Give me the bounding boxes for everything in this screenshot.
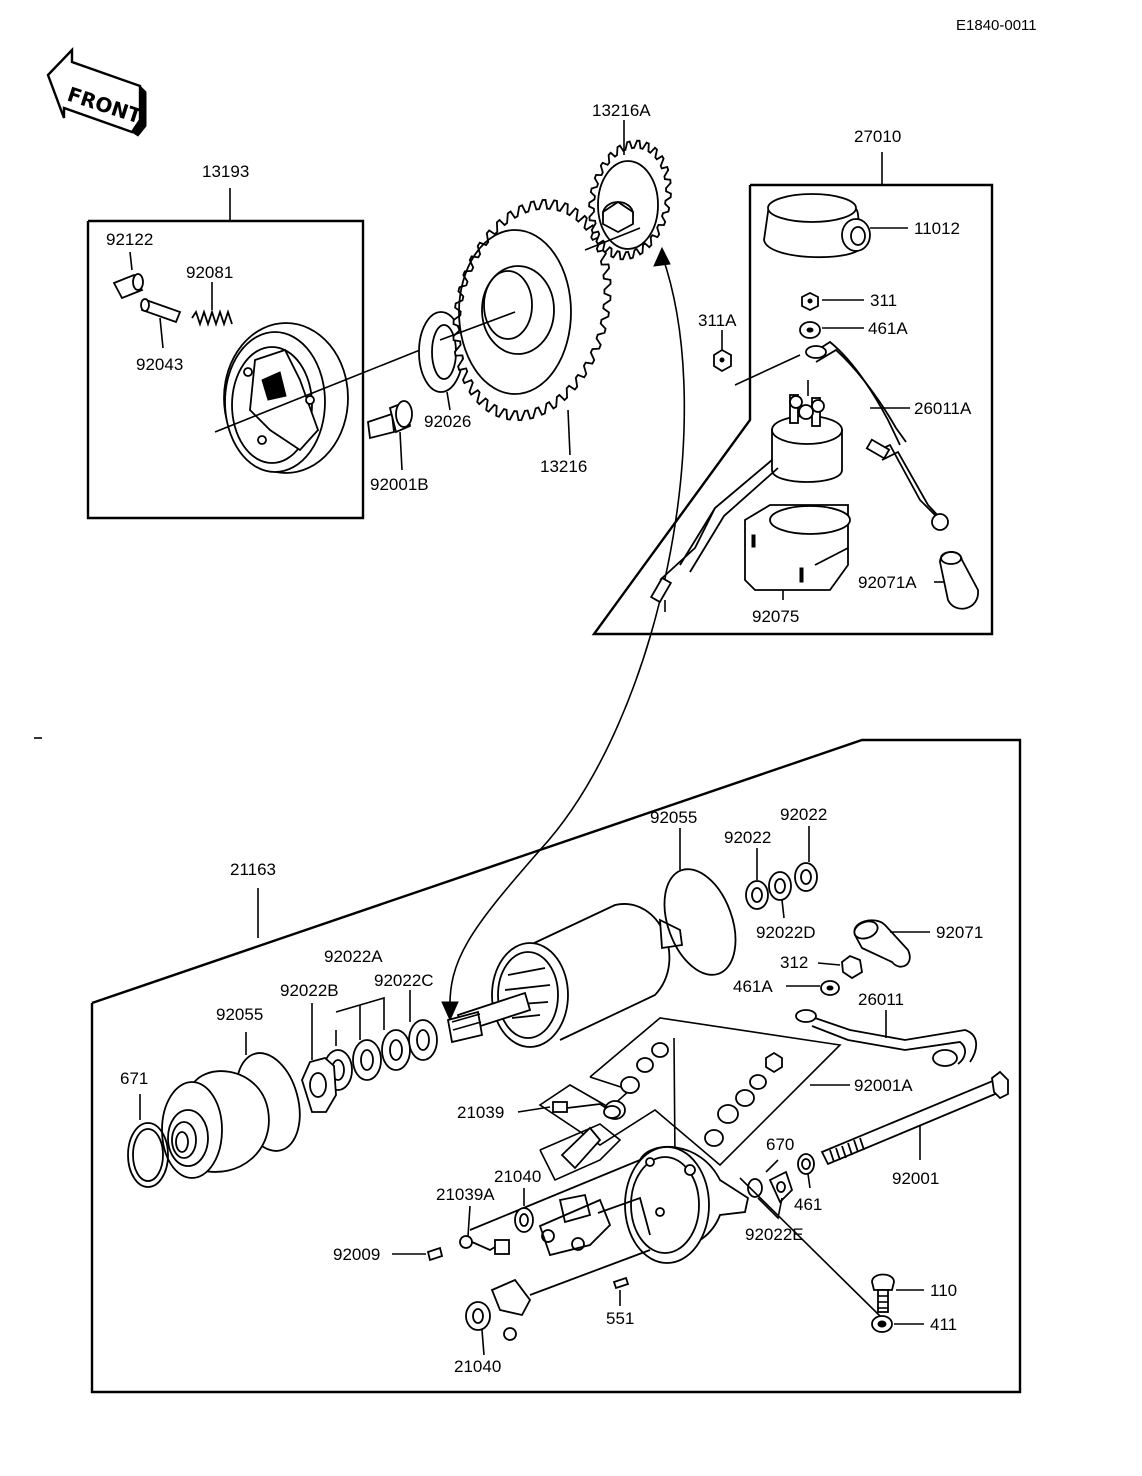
label-21040-bottom: 21040: [454, 1357, 501, 1376]
label-92075: 92075: [752, 607, 799, 626]
pin-92043: 92043: [136, 298, 183, 374]
label-92001B: 92001B: [370, 475, 429, 494]
label-13216: 13216: [540, 457, 587, 476]
label-670: 670: [766, 1135, 794, 1154]
label-92071: 92071: [936, 923, 983, 942]
nut-311: 311: [801, 291, 897, 312]
label-110: 110: [930, 1281, 957, 1300]
front-cover: [161, 1070, 270, 1179]
pin-551: 551: [606, 1276, 634, 1328]
label-461: 461: [794, 1195, 822, 1214]
rear-cover: [469, 1146, 750, 1296]
label-551: 551: [606, 1309, 634, 1328]
cap-11012: 11012: [763, 193, 960, 259]
boot-92071: 92071: [853, 919, 983, 968]
label-92055-top: 92055: [650, 808, 697, 827]
label-92001: 92001: [892, 1169, 939, 1188]
label-92001A: 92001A: [854, 1076, 913, 1095]
bolt-92001: 92001: [820, 1070, 1009, 1188]
label-92009: 92009: [333, 1245, 380, 1264]
label-311A: 311A: [698, 311, 737, 330]
washer-92026: 92026: [418, 311, 471, 431]
label-13216A: 13216A: [592, 101, 651, 120]
relay-body: [649, 340, 949, 612]
nut-312: 312: [780, 953, 863, 980]
label-26011A: 26011A: [914, 399, 972, 418]
label-92122: 92122: [106, 230, 153, 249]
label-411: 411: [930, 1315, 957, 1334]
bolt-92001B: 92001B: [367, 400, 429, 494]
label-92022A: 92022A: [324, 947, 383, 966]
label-92026: 92026: [424, 412, 471, 431]
label-11012: 11012: [914, 219, 960, 238]
oring-671: 671: [120, 1069, 169, 1188]
label-21040-top: 21040: [494, 1167, 541, 1186]
label-92022B: 92022B: [280, 981, 339, 1000]
arrow-head-top-icon: [653, 246, 671, 267]
washers-92022: 92022 92022 92022D: [724, 805, 827, 942]
front-arrow-icon: FRONT: [46, 47, 147, 137]
fasteners-670-461: 670 92022E 461: [745, 1135, 822, 1244]
armature: [446, 903, 684, 1048]
label-21039: 21039: [457, 1103, 504, 1122]
starter-motor-group: 21163 92055: [90, 738, 1022, 1394]
label-311: 311: [870, 291, 897, 310]
brush-21039A: 21039A: [436, 1185, 510, 1255]
bolt-110-washer-411: 110 411: [739, 1177, 957, 1334]
label-92022E: 92022E: [745, 1225, 804, 1244]
gear-13216A: 13216A: [584, 101, 672, 261]
boot-92071A: 92071A: [858, 551, 979, 610]
arrow-head-bottom-icon: [441, 1001, 459, 1022]
label-92043: 92043: [136, 355, 183, 374]
label-92055-left: 92055: [216, 1005, 263, 1024]
gear-engagement-arrow: [449, 254, 686, 1013]
label-92022D: 92022D: [756, 923, 816, 942]
label-92022C: 92022C: [374, 971, 434, 990]
nut-311A: 311A: [698, 311, 801, 386]
brush-holder-21040-bottom: 21040: [454, 1278, 532, 1376]
starter-clutch-group: 13193 92122 92043 92081: [86, 162, 471, 520]
washer-461A-bottom: 461A: [733, 977, 840, 996]
spring-92081: 92081: [186, 263, 233, 327]
oring-92055-top: 92055: [650, 808, 737, 976]
mount-92075: 92075: [744, 504, 851, 626]
label-312: 312: [780, 953, 808, 972]
label-27010: 27010: [854, 127, 901, 146]
label-26011: 26011: [858, 990, 904, 1009]
cable-26011: 26011: [795, 990, 978, 1067]
reference-code: E1840-0011: [956, 17, 1037, 34]
screw-92009: 92009: [333, 1245, 444, 1264]
starter-relay-group: 27010 11012 311 461A 3: [591, 127, 994, 636]
shims-left: 92022A 92022B 92022C: [280, 947, 438, 1113]
gear-13216: 13216: [439, 198, 612, 476]
label-13193: 13193: [202, 162, 249, 181]
label-461A-top: 461A: [868, 319, 908, 338]
roller-92122: 92122: [106, 230, 153, 300]
label-671: 671: [120, 1069, 148, 1088]
label-21039A: 21039A: [436, 1185, 495, 1204]
label-21163: 21163: [230, 860, 276, 879]
washer-461A-top: 461A: [799, 319, 908, 339]
label-92071A: 92071A: [858, 573, 917, 592]
brush-holder-21040-top: 21040: [494, 1167, 612, 1257]
label-92022-b: 92022: [780, 805, 827, 824]
label-461A-bottom: 461A: [733, 977, 773, 996]
insulator-kit-92001A: 92001A: [538, 1017, 913, 1167]
brush-21039: 21039: [457, 1101, 622, 1182]
label-92081: 92081: [186, 263, 233, 282]
label-92022-a: 92022: [724, 828, 771, 847]
